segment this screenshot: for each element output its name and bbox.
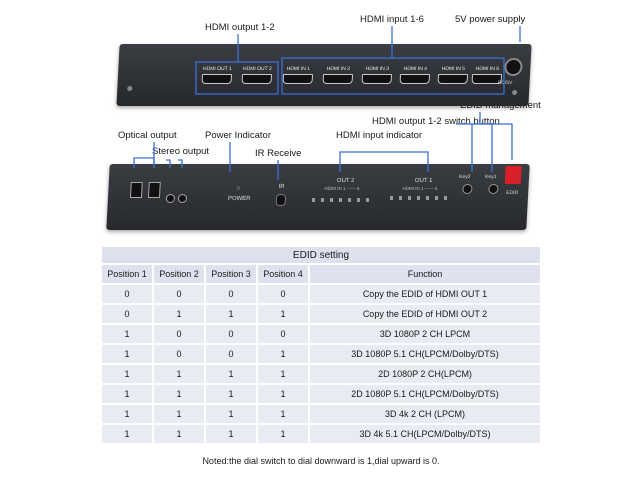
table-cell: 0 [154,325,204,343]
input-indicator-callout: HDMI input indicator [336,130,423,141]
table-cell: 1 [102,425,152,443]
table-cell: 1 [258,345,308,363]
stereo-output-callout: Stereo output [152,146,210,157]
table-cell: 1 [206,385,256,403]
table-cell: 0 [258,285,308,303]
table-cell: 0 [206,285,256,303]
table-cell: 0 [102,285,152,303]
switch-button-callout: HDMI output 1-2 switch button [372,116,500,127]
header-position-4: Position 4 [258,265,308,283]
table-cell: 0 [206,325,256,343]
table-cell: 1 [206,305,256,323]
table-cell: 1 [258,305,308,323]
table-cell: 0 [102,305,152,323]
power-supply-callout: 5V power supply [455,14,526,25]
table-cell: 1 [154,365,204,383]
table-cell: 0 [206,345,256,363]
table-cell: 3D 4k 5.1 CH(LPCM/Dolby/DTS) [310,425,540,443]
table-cell: 1 [102,345,152,363]
table-cell: 1 [258,385,308,403]
table-cell: 1 [258,425,308,443]
table-cell: 1 [102,325,152,343]
table-cell: 3D 1080P 5.1 CH(LPCM/Dolby/DTS) [310,345,540,363]
table-cell: 2D 1080P 2 CH(LPCM) [310,365,540,383]
table-cell: 1 [258,405,308,423]
table-cell: 1 [258,365,308,383]
table-cell: 1 [206,405,256,423]
table-cell: 1 [102,385,152,403]
table-cell: Copy the EDID of HDMI OUT 2 [310,305,540,323]
optical-output-callout: Optical output [118,130,177,141]
table-cell: 0 [258,325,308,343]
table-cell: 3D 1080P 2 CH LPCM [310,325,540,343]
table-title: EDID setting [102,247,540,263]
dial-switch-note: Noted:the dial switch to dial downward i… [202,456,440,466]
header-function: Function [310,265,540,283]
table-cell: 1 [206,365,256,383]
table-cell: 1 [154,385,204,403]
header-position-2: Position 2 [154,265,204,283]
table-cell: 1 [206,425,256,443]
table-cell: 2D 1080P 5.1 CH(LPCM/Dolby/DTS) [310,385,540,403]
power-indicator-callout: Power Indicator [205,130,272,141]
table-cell: 0 [154,285,204,303]
table-cell: 1 [154,305,204,323]
hdmi-input-callout: HDMI input 1-6 [360,14,424,25]
hdmi-output-callout: HDMI output 1-2 [205,22,275,33]
table-cell: 3D 4k 2 CH (LPCM) [310,405,540,423]
table-cell: 1 [154,405,204,423]
header-position-3: Position 3 [206,265,256,283]
table-header-row: Position 1 Position 2 Position 3 Positio… [102,265,540,283]
header-position-1: Position 1 [102,265,152,283]
table-cell: Copy the EDID of HDMI OUT 1 [310,285,540,303]
edid-setting-table: EDID setting Position 1 Position 2 Posit… [100,245,542,445]
ir-receive-callout: IR Receive [255,148,302,159]
table-cell: 1 [102,405,152,423]
table-cell: 1 [154,425,204,443]
table-cell: 0 [154,345,204,363]
table-cell: 1 [102,365,152,383]
